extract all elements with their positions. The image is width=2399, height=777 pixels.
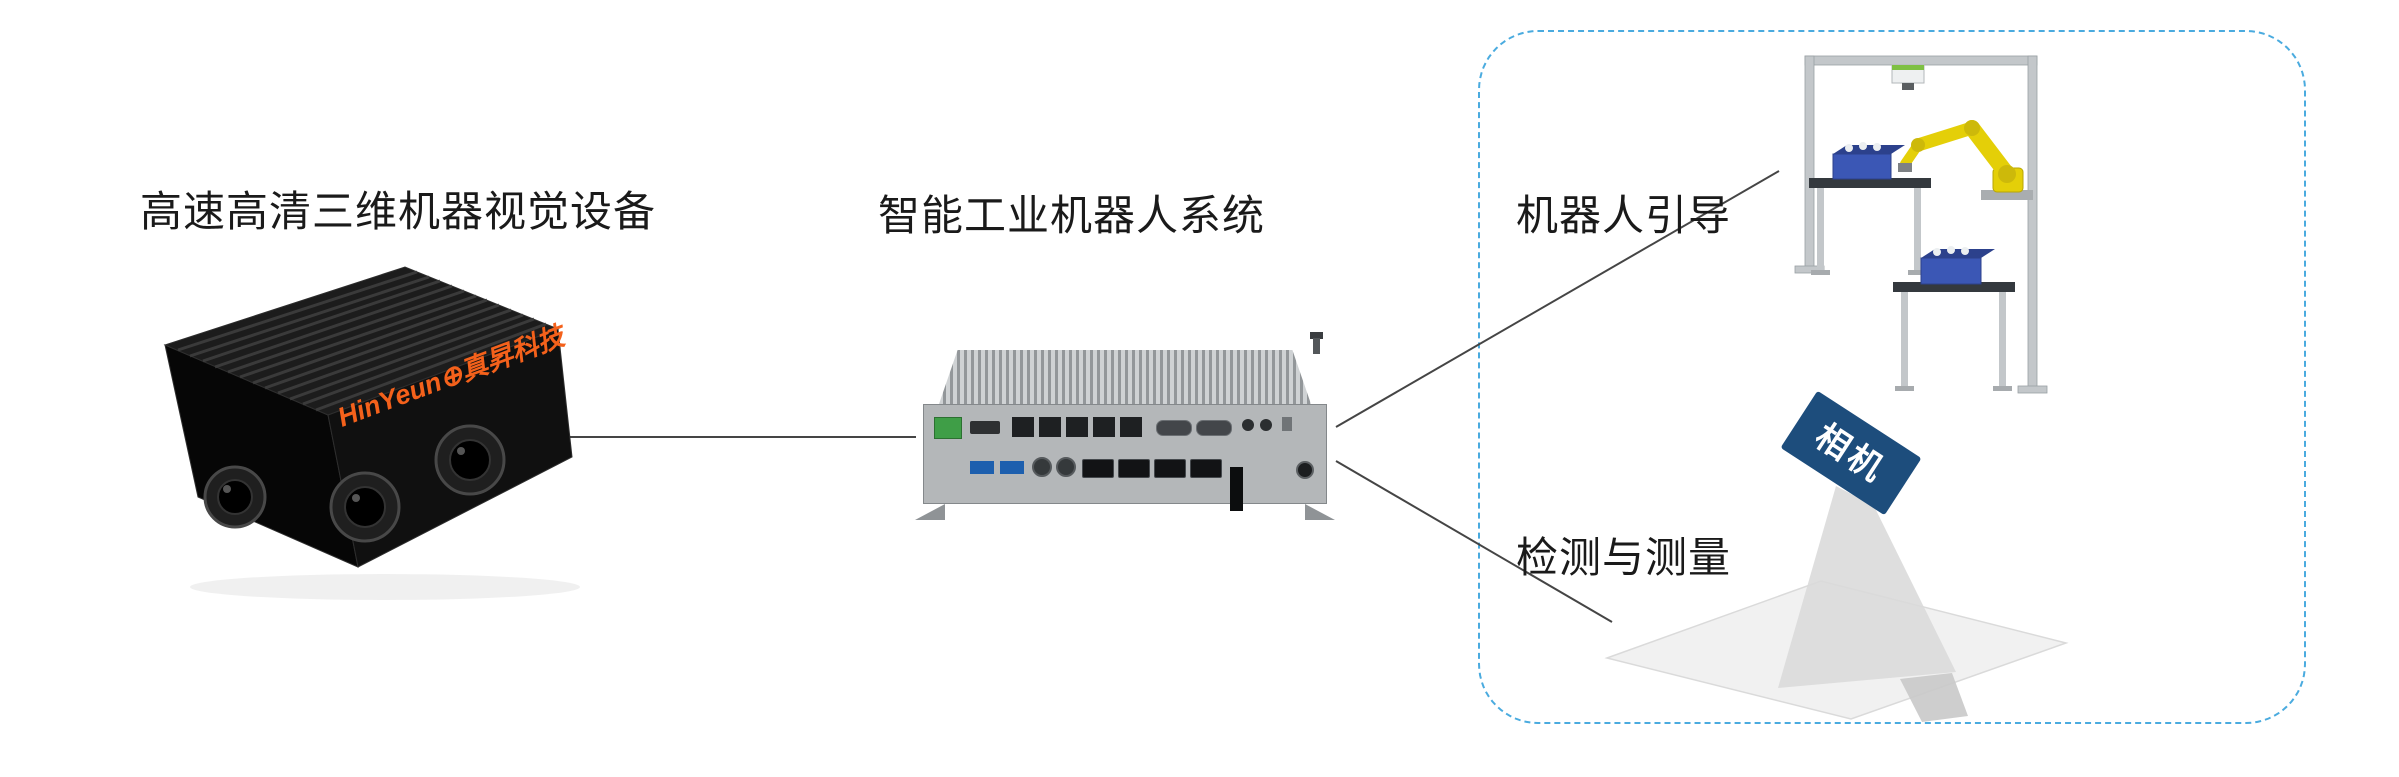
power-button	[1296, 461, 1314, 479]
detection-illustration: 相机	[1604, 391, 2069, 722]
displayport	[1154, 459, 1186, 478]
din-connector	[1032, 457, 1052, 477]
light-beam-tail	[1900, 673, 1968, 722]
displayport	[1118, 459, 1150, 478]
light-beam	[1778, 486, 1956, 688]
round-connector	[1242, 419, 1254, 431]
robot-guidance-illustration	[1794, 55, 2048, 394]
lens-icon	[434, 424, 506, 496]
com-port	[970, 421, 1000, 434]
round-connector	[1260, 419, 1272, 431]
overhead-scanner	[1891, 64, 1925, 90]
label-detection: 检测与测量	[1516, 534, 1732, 581]
parts-bin	[1920, 246, 1995, 285]
heatsink-fins	[177, 270, 547, 412]
mounting-foot	[915, 504, 945, 520]
ethernet-port	[1066, 417, 1088, 437]
displayport	[1190, 459, 1222, 478]
usb-port-blue	[970, 461, 994, 474]
serial-port	[1156, 420, 1192, 436]
camera-shadow	[190, 574, 580, 600]
antenna-stub	[1313, 338, 1320, 354]
usb-dongle	[1230, 467, 1243, 511]
mounting-foot	[1305, 504, 1335, 520]
serial-port	[1196, 420, 1232, 436]
ethernet-port	[1120, 417, 1142, 437]
pc-heatsink-fins	[939, 350, 1311, 404]
antenna-connector	[1282, 417, 1292, 431]
industrial-pc-illustration	[915, 332, 1335, 540]
usb-port-blue	[1000, 461, 1024, 474]
lens-icon	[329, 471, 401, 543]
upper-table	[1809, 178, 1931, 275]
label-3d-vision-device: 高速高清三维机器视觉设备	[140, 188, 657, 235]
parts-bin	[1832, 142, 1905, 180]
ethernet-port	[1093, 417, 1115, 437]
antenna-icon	[1310, 332, 1323, 339]
displayport	[1082, 459, 1114, 478]
lower-table	[1893, 282, 2015, 391]
pc-front-panel	[923, 404, 1327, 511]
ethernet-port	[1039, 417, 1061, 437]
robot-arm	[1898, 120, 2033, 200]
lens-icon	[203, 465, 267, 529]
3d-camera-illustration: HinYeun⊕真昇科技	[163, 266, 580, 600]
power-terminal-green	[934, 417, 962, 439]
label-robot-guidance: 机器人引导	[1516, 192, 1732, 239]
ethernet-port	[1012, 417, 1034, 437]
din-connector	[1056, 457, 1076, 477]
label-robot-system: 智能工业机器人系统	[878, 192, 1266, 239]
